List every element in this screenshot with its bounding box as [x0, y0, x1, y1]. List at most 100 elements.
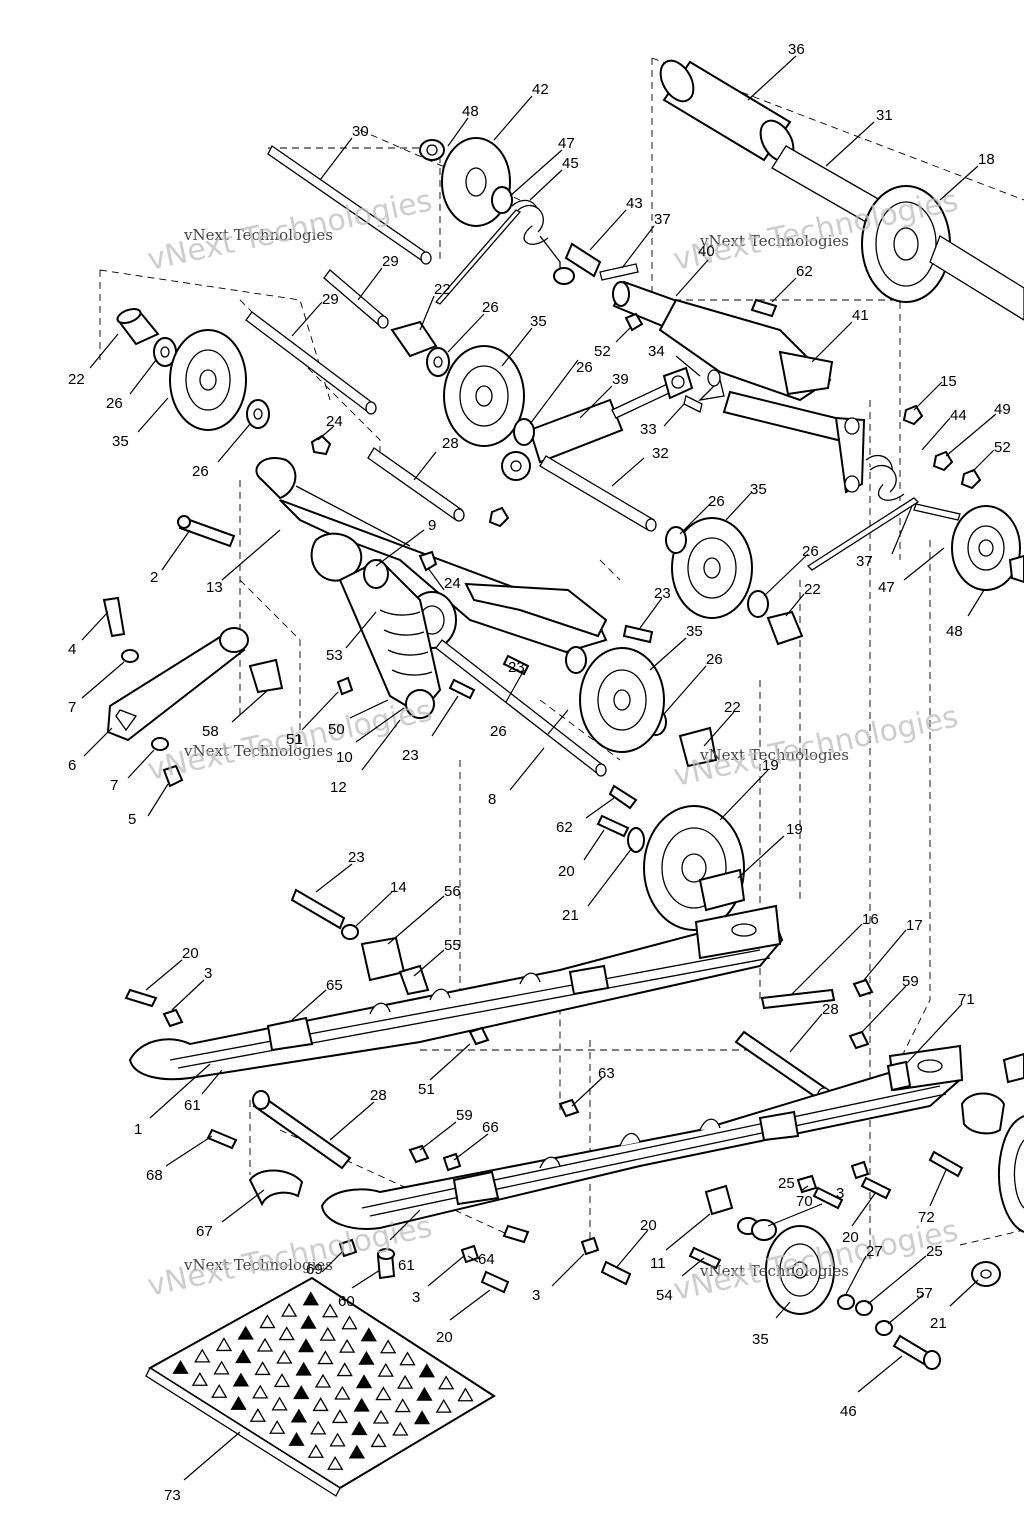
- cleat: [276, 1349, 293, 1364]
- callout-19a: 19: [762, 757, 779, 774]
- spacer-22-left: [116, 308, 160, 346]
- callout-14: 14: [390, 879, 407, 896]
- callout-7b: 7: [110, 777, 118, 794]
- cleat: [249, 1407, 266, 1422]
- cleat: [399, 1351, 416, 1366]
- cleat: [338, 1338, 356, 1353]
- bolt-25-small: [796, 1174, 818, 1194]
- cleat: [297, 1338, 315, 1353]
- cleat: [314, 1373, 332, 1388]
- washer-21: [627, 827, 645, 853]
- callouts: 36 31 18 42 48 30 47 45 43 37 40 62 29 2…: [68, 41, 1011, 1504]
- callout-48b: 48: [946, 623, 963, 640]
- cleat: [380, 1339, 397, 1354]
- pin-33: [683, 395, 703, 413]
- front-link-arm-6: [106, 627, 284, 742]
- callout-46: 46: [840, 1403, 857, 1420]
- callout-20e: 20: [436, 1329, 453, 1346]
- callout-2: 2: [150, 569, 158, 586]
- nut-15: [902, 404, 924, 426]
- callout-3b: 3: [836, 1185, 844, 1202]
- callout-62: 62: [796, 263, 813, 280]
- callout-23d: 23: [348, 849, 365, 866]
- callout-60: 60: [338, 1293, 355, 1310]
- callout-37b: 37: [856, 553, 873, 570]
- callout-26h: 26: [490, 723, 507, 740]
- cleat: [435, 1398, 452, 1413]
- nut-59-right: [848, 1030, 870, 1050]
- callout-1: 1: [134, 1121, 142, 1138]
- cleat: [351, 1421, 368, 1436]
- front-a-arm-assembly: [255, 457, 608, 719]
- callout-52b: 52: [994, 439, 1011, 456]
- callout-34: 34: [648, 343, 665, 360]
- callout-20b: 20: [182, 945, 199, 962]
- callout-62b: 62: [556, 819, 573, 836]
- nut-5: [162, 764, 184, 788]
- nut-52-top: [624, 312, 644, 332]
- cleat: [259, 1314, 276, 1329]
- hyfax-clip-67: [248, 1169, 304, 1207]
- callout-29b: 29: [322, 291, 339, 308]
- nut-51-left: [336, 676, 354, 696]
- callout-5: 5: [128, 811, 136, 828]
- bolt-20-left: [124, 988, 158, 1008]
- washer-25-b: [855, 1300, 873, 1316]
- eyebolt-43: [553, 242, 602, 285]
- cleat: [317, 1350, 334, 1365]
- callout-67: 67: [196, 1223, 213, 1240]
- callout-28b: 28: [822, 1001, 839, 1018]
- callout-35b: 35: [112, 433, 129, 450]
- callout-10: 10: [336, 749, 353, 766]
- cleat: [232, 1372, 250, 1387]
- idler-wheel-35-left: [169, 329, 247, 431]
- bolt-20-center: [596, 814, 630, 838]
- rod-37-right: [806, 497, 920, 571]
- callout-12: 12: [330, 779, 347, 796]
- callout-35e: 35: [752, 1331, 769, 1348]
- cleat: [280, 1302, 298, 1317]
- cleat: [394, 1398, 411, 1413]
- washer-26-lower: [565, 646, 587, 674]
- spacer-55: [398, 964, 430, 996]
- callout-39: 39: [612, 371, 629, 388]
- spacer-22-mid: [766, 610, 804, 646]
- callout-23c: 23: [402, 747, 419, 764]
- callout-57: 57: [916, 1285, 933, 1302]
- callout-68: 68: [146, 1167, 163, 1184]
- nut-3-left: [162, 1008, 184, 1028]
- nut-51-rail: [468, 1026, 490, 1046]
- cleat: [194, 1348, 211, 1363]
- callout-26g: 26: [706, 651, 723, 668]
- callout-63: 63: [598, 1065, 615, 1082]
- cleat: [353, 1397, 370, 1412]
- cleat: [310, 1420, 327, 1435]
- long-rod-22: [434, 209, 522, 305]
- cleat: [312, 1397, 329, 1412]
- idler-wheel-35-center: [443, 345, 525, 447]
- cleat: [327, 1455, 344, 1470]
- callout-23b: 23: [508, 659, 525, 676]
- cleat: [331, 1409, 349, 1424]
- watermark-small-2: vNext Technologies: [699, 232, 849, 250]
- spacer-22-center: [390, 320, 438, 358]
- cleat: [307, 1443, 324, 1458]
- cleat: [293, 1385, 310, 1400]
- callout-51b: 51: [418, 1081, 435, 1098]
- callout-15: 15: [940, 373, 957, 390]
- axle-rod-29b: [245, 311, 377, 415]
- cleat: [295, 1361, 312, 1376]
- callout-26a: 26: [482, 299, 499, 316]
- callout-26e: 26: [708, 493, 725, 510]
- bolt-37-top: [599, 263, 639, 281]
- rear-axle-components: [116, 137, 639, 456]
- cleat: [348, 1444, 366, 1459]
- callout-8: 8: [488, 791, 496, 808]
- callout-6: 6: [68, 757, 76, 774]
- watermark-small-1: vNext Technologies: [183, 226, 333, 244]
- callout-27: 27: [866, 1243, 883, 1260]
- bolt-20-lower-c: [600, 1260, 632, 1286]
- callout-45: 45: [562, 155, 579, 172]
- cleat: [237, 1325, 254, 1340]
